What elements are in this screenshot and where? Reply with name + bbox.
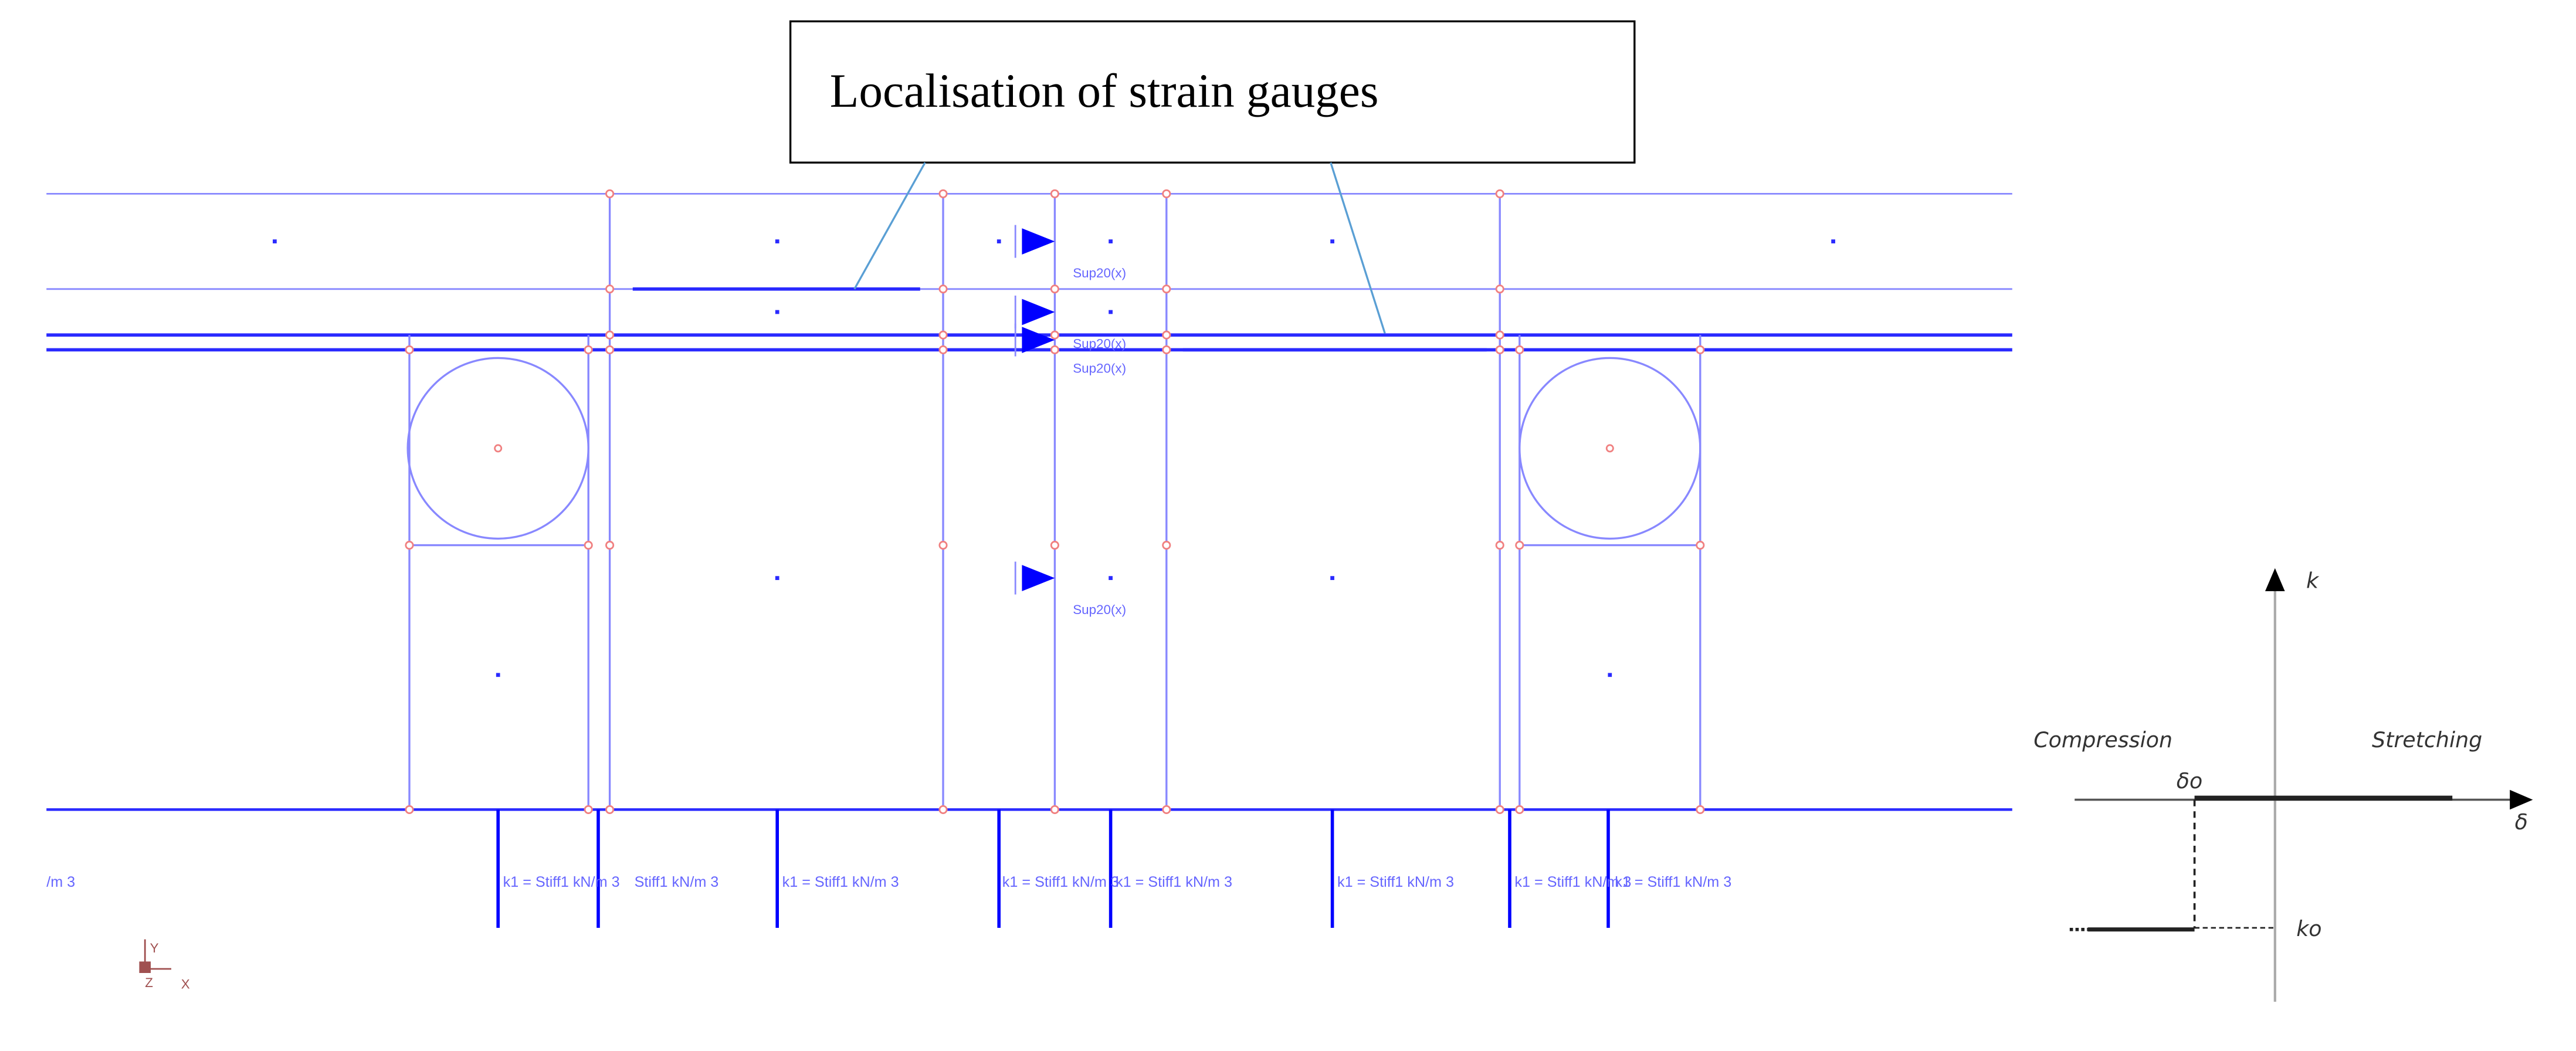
node-marker [1495,189,1504,198]
spring-label: k1 = Stiff1 kN/m 3 [1337,874,1454,890]
node-marker [1515,541,1524,550]
node-marker [1162,345,1171,354]
node-marker [1162,330,1171,340]
k-axis-label: k [2306,568,2320,593]
spring-label: k1 = Stiff1 kN/m 3 [782,874,899,890]
node-marker [1495,284,1504,294]
node-marker [605,541,615,550]
callout-text: Localisation of strain gauges [830,65,1379,117]
node-marker [1605,444,1614,453]
node-marker [1050,345,1059,354]
delta-axis-label: δ [2515,809,2528,835]
mesh-point [496,673,500,677]
coordinate-axis-icon: Y Z X [139,939,190,992]
support-label: Sup20(x) [1073,361,1126,376]
node-marker [605,345,615,354]
node-marker [1696,541,1705,550]
node-marker [605,284,615,294]
node-marker [1050,805,1059,814]
mesh-point [775,576,779,580]
node-marker [584,805,593,814]
mesh-point [1109,239,1113,243]
node-marker [1495,805,1504,814]
node-marker [1696,805,1705,814]
node-marker [938,284,948,294]
mesh-point [1608,673,1612,677]
spring-label: k1 = Stiff1 kN/m 3 [1002,874,1119,890]
node-marker [1050,189,1059,198]
spring-label: /m 3 [46,874,75,890]
axis-z-label: Z [145,975,153,990]
spring-label: k1 = Stiff1 kN/m 3 [1514,874,1631,890]
support-label: Sup20(x) [1073,266,1126,280]
node-marker [1162,189,1171,198]
node-marker [584,345,593,354]
spring-label: Stiff1 kN/m 3 [635,874,719,890]
spring-law-diagram: k Compression Stretching δo δ ko [2033,568,2533,1002]
support-triangle-icon [1022,327,1055,353]
mesh-point [996,239,1001,243]
node-marker [1495,541,1504,550]
mesh-point [273,239,277,243]
node-marker [938,330,948,340]
mesh-point [775,239,779,243]
node-marker [938,805,948,814]
axis-x-label: X [181,977,190,992]
node-marker [405,541,414,550]
mesh-point [1831,239,1835,243]
tunnel-circle [406,357,589,540]
node-marker [1162,541,1171,550]
node-marker [584,541,593,550]
k0-label: ko [2296,916,2321,941]
node-marker [1050,541,1059,550]
support-triangle-icon [1022,299,1055,326]
gauge-leader-line [853,162,926,290]
node-marker [1495,330,1504,340]
mesh-point [1330,239,1334,243]
support-label: Sup20(x) [1073,337,1126,351]
node-marker [1162,805,1171,814]
node-marker [605,189,615,198]
node-marker [605,330,615,340]
axis-y-label: Y [150,941,159,955]
spring-label: k1 = Stiff1 kN/m 3 [1116,874,1232,890]
delta-axis-arrow-icon [2510,789,2533,810]
mesh-point [1330,576,1334,580]
spring-label: k1 = Stiff1 kN/m 3 [1615,874,1731,890]
stretching-label: Stretching [2372,727,2482,752]
node-marker [938,189,948,198]
spring-label: k1 = Stiff1 kN/m 3 [503,874,620,890]
node-marker [938,345,948,354]
node-marker [1162,284,1171,294]
k-axis-arrow-icon [2265,568,2285,591]
mesh-point [1109,310,1113,314]
node-marker [1495,345,1504,354]
node-marker [938,541,948,550]
node-marker [1050,330,1059,340]
node-marker [494,444,503,453]
mesh-point [1109,576,1113,580]
delta0-label: δo [2177,768,2203,794]
support-label: Sup20(x) [1073,602,1126,617]
structural-model: Sup20(x) Sup20(x) Sup20(x) Sup20(x) k1 = Sti… [46,189,2012,928]
mesh-point [775,310,779,314]
node-marker [605,805,615,814]
node-marker [405,805,414,814]
compression-label: Compression [2033,727,2172,752]
support-triangle-icon [1022,228,1055,255]
node-marker [1515,805,1524,814]
tunnel-circle [1519,357,1701,540]
node-marker [405,345,414,354]
callout-box: Localisation of strain gauges [789,20,1636,334]
node-marker [1515,345,1524,354]
support-triangle-icon [1022,565,1055,591]
node-marker [1696,345,1705,354]
node-marker [1050,284,1059,294]
gauge-leader-line [1330,162,1386,334]
